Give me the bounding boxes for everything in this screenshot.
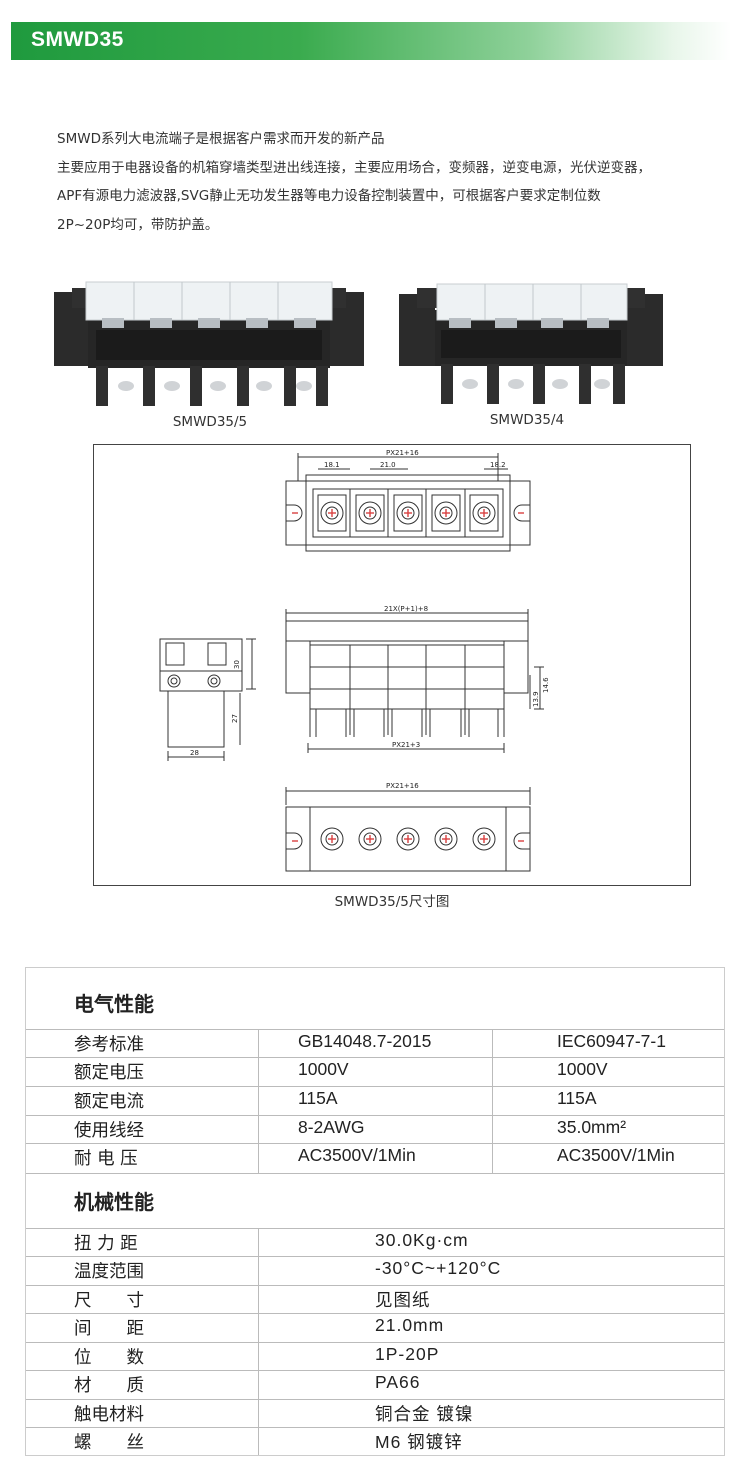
intro-line: SMWD系列大电流端子是根据客户需求而开发的新产品 <box>57 131 385 147</box>
row-label: 尺 寸 <box>74 1291 144 1311</box>
table-row: 使用线经 8-2AWG 35.0mm² <box>26 1115 724 1144</box>
dim-side-w: 28 <box>190 749 199 757</box>
row-value: 21.0mm <box>375 1315 445 1335</box>
table-row: 参考标准 GB14048.7-2015 IEC60947-7-1 <box>26 1029 724 1058</box>
intro-line: 主要应用于电器设备的机箱穿墙类型进出线连接，主要应用场合，变频器，逆变电源，光伏… <box>57 159 651 176</box>
table-row: 额定电流 115A 115A <box>26 1086 724 1115</box>
section-divider <box>26 1173 724 1174</box>
row-value: 1000V <box>298 1059 349 1079</box>
dim-front-h2: 13.9 <box>532 691 540 707</box>
dim-front-h1: 14.6 <box>542 677 550 693</box>
row-label: 温度范围 <box>74 1262 144 1282</box>
col-divider <box>492 1029 493 1173</box>
table-row: 温度范围 -30°C~+120°C <box>26 1256 724 1285</box>
title-banner: SMWD35 <box>11 22 731 60</box>
photo-caption-5p: SMWD35/5 <box>172 414 248 430</box>
row-label: 材 质 <box>74 1376 144 1396</box>
row-value: GB14048.7-2015 <box>298 1031 432 1051</box>
electrical-section-title: 电气性能 <box>74 992 154 1016</box>
dim-front-bottom: PX21+3 <box>392 741 420 749</box>
row-value: 115A <box>557 1088 597 1108</box>
row-value: AC3500V/1Min <box>298 1145 416 1165</box>
row-value: 铜合金 镀镍 <box>375 1404 474 1424</box>
dim-top-overall: PX21+16 <box>386 449 419 457</box>
row-value: 115A <box>298 1088 338 1108</box>
dim-bottom-overall: PX21+16 <box>386 782 419 790</box>
row-value: 35.0mm² <box>557 1117 627 1137</box>
row-value: AC3500V/1Min <box>557 1145 675 1165</box>
row-label: 位 数 <box>74 1348 144 1368</box>
product-photo-4p <box>399 283 663 404</box>
row-value: IEC60947-7-1 <box>557 1031 666 1051</box>
table-row: 位 数 1P-20P <box>26 1342 724 1371</box>
dim-top-left: 18.1 <box>324 461 340 469</box>
row-label: 额定电流 <box>74 1092 144 1112</box>
drawing-caption: SMWD35/5尺寸图 <box>334 894 450 910</box>
row-value: M6 钢镀锌 <box>375 1432 463 1452</box>
table-row: 耐 电 压 AC3500V/1Min AC3500V/1Min <box>26 1143 724 1174</box>
row-label: 螺 丝 <box>74 1433 144 1453</box>
row-label: 触电材料 <box>74 1405 144 1425</box>
product-title: SMWD35 <box>31 28 124 51</box>
product-photo-5p <box>54 281 364 406</box>
dim-side-h1: 30 <box>233 660 241 669</box>
dimension-drawing-frame: PX21+16 18.1 21.0 18.2 21X(P+1)+8 PX21+3… <box>93 444 691 886</box>
row-value: 见图纸 <box>375 1290 431 1310</box>
dim-top-mid: 21.0 <box>380 461 396 469</box>
table-row: 额定电压 1000V 1000V <box>26 1057 724 1086</box>
intro-text: SMWD系列大电流端子是根据客户需求而开发的新产品 主要应用于电器设备的机箱穿墙… <box>57 125 707 239</box>
col-divider <box>258 1228 259 1455</box>
table-row: 扭 力 距 30.0Kg·cm <box>26 1228 724 1257</box>
row-label: 扭 力 距 <box>74 1234 138 1254</box>
dim-side-h2: 27 <box>231 714 239 723</box>
col-divider <box>258 1029 259 1173</box>
mechanical-section-title: 机械性能 <box>74 1190 154 1214</box>
row-label: 参考标准 <box>74 1035 144 1055</box>
row-value: PA66 <box>375 1372 421 1392</box>
row-value: 8-2AWG <box>298 1117 365 1137</box>
row-label: 耐 电 压 <box>74 1149 138 1169</box>
dimension-drawing: PX21+16 18.1 21.0 18.2 21X(P+1)+8 PX21+3… <box>159 449 550 872</box>
table-row: 触电材料 铜合金 镀镍 <box>26 1399 724 1428</box>
intro-line: 2P~20P均可，带防护盖。 <box>57 216 219 233</box>
row-label: 间 距 <box>74 1319 144 1339</box>
spec-table: 电气性能 参考标准 GB14048.7-2015 IEC60947-7-1 额定… <box>25 967 725 1456</box>
row-value: 1P-20P <box>375 1344 440 1364</box>
row-value: 1000V <box>557 1059 608 1079</box>
table-row: 间 距 21.0mm <box>26 1313 724 1342</box>
photo-caption-4p: SMWD35/4 <box>489 412 565 428</box>
table-row: 尺 寸 见图纸 <box>26 1285 724 1314</box>
row-label: 额定电压 <box>74 1063 144 1083</box>
intro-line: APF有源电力滤波器,SVG静止无功发生器等电力设备控制装置中，可根据客户要求定… <box>57 188 601 204</box>
dim-top-right: 18.2 <box>490 461 506 469</box>
dim-front-overall: 21X(P+1)+8 <box>384 605 428 613</box>
row-value: -30°C~+120°C <box>375 1258 502 1278</box>
row-label: 使用线经 <box>74 1121 144 1141</box>
table-row: 螺 丝 M6 钢镀锌 <box>26 1427 724 1456</box>
table-row: 材 质 PA66 <box>26 1370 724 1399</box>
row-value: 30.0Kg·cm <box>375 1230 469 1250</box>
